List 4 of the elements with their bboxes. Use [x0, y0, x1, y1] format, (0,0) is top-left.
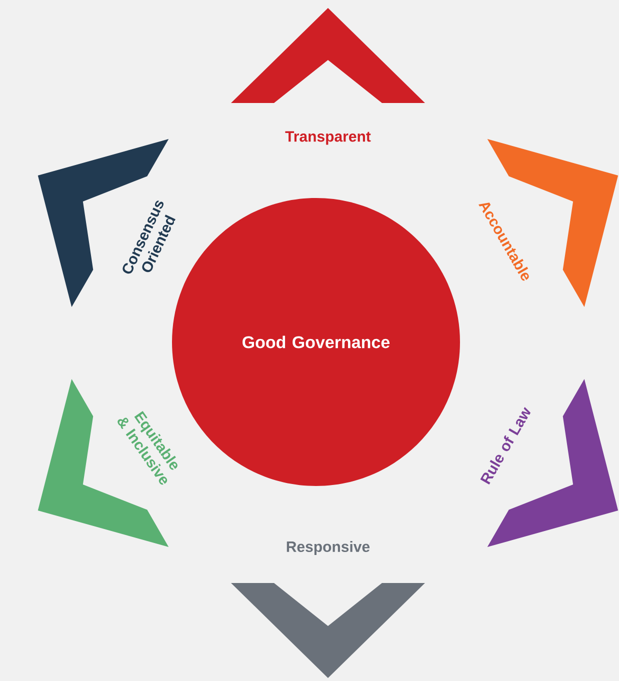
chevron-label: Responsive [286, 541, 370, 555]
chevron-label: Transparent [285, 131, 371, 145]
chevron [231, 8, 425, 103]
chevron [231, 583, 425, 678]
